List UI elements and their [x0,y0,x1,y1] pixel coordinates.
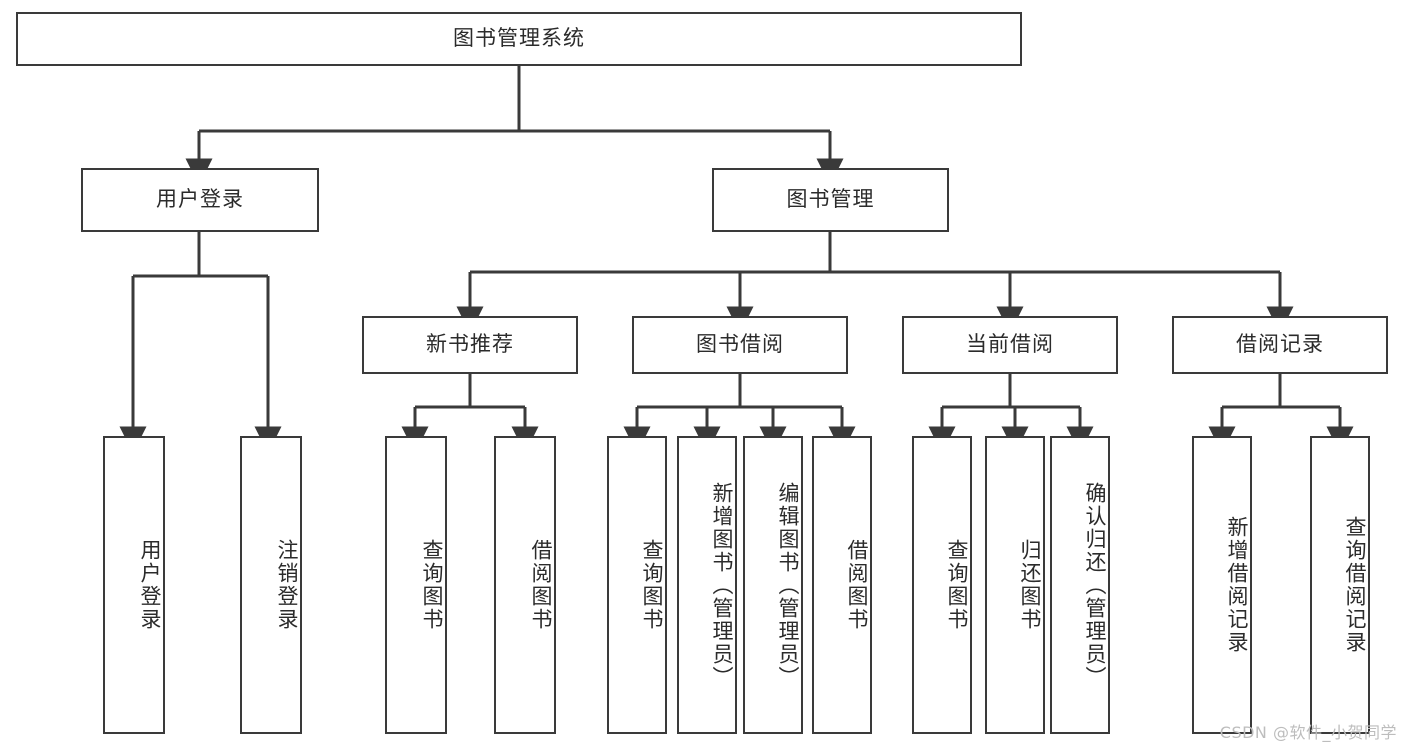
node-new-book-recommend[interactable]: 新书推荐 [362,316,578,374]
leaf-user-login-1-label: 注销登录 [275,539,299,631]
leaf-borrow-record-1-label: 查询借阅记录 [1343,516,1367,654]
node-user-login[interactable]: 用户登录 [81,168,319,232]
leaf-new-book-1[interactable]: 借阅图书 [494,436,556,734]
leaf-new-book-0-label: 查询图书 [420,539,444,631]
leaf-new-book-0[interactable]: 查询图书 [385,436,447,734]
node-root[interactable]: 图书管理系统 [16,12,1022,66]
leaf-user-login-1[interactable]: 注销登录 [240,436,302,734]
leaf-book-borrow-3-label: 借阅图书 [845,539,869,631]
leaf-borrow-record-0-label: 新增借阅记录 [1225,516,1249,654]
leaf-book-borrow-1[interactable]: 新增图书（管理员） [677,436,737,734]
leaf-book-borrow-2-label: 编辑图书（管理员） [776,481,800,689]
leaf-user-login-0[interactable]: 用户登录 [103,436,165,734]
node-book-manage[interactable]: 图书管理 [712,168,949,232]
node-current-borrow-label: 当前借阅 [966,332,1054,357]
leaf-current-borrow-0-label: 查询图书 [945,539,969,631]
leaf-current-borrow-1[interactable]: 归还图书 [985,436,1045,734]
leaf-user-login-0-label: 用户登录 [138,539,162,631]
leaf-book-borrow-1-label: 新增图书（管理员） [710,481,734,689]
leaf-current-borrow-2-label: 确认归还（管理员） [1083,481,1107,689]
leaf-borrow-record-1[interactable]: 查询借阅记录 [1310,436,1370,734]
node-borrow-record[interactable]: 借阅记录 [1172,316,1388,374]
leaf-borrow-record-0[interactable]: 新增借阅记录 [1192,436,1252,734]
csdn-watermark: CSDN @软件_小贺同学 [1219,723,1397,742]
leaf-book-borrow-2[interactable]: 编辑图书（管理员） [743,436,803,734]
node-book-borrow-label: 图书借阅 [696,332,784,357]
leaf-current-borrow-1-label: 归还图书 [1018,539,1042,631]
node-root-label: 图书管理系统 [453,26,585,51]
node-book-manage-label: 图书管理 [786,187,875,212]
node-user-login-label: 用户登录 [156,187,244,212]
leaf-new-book-1-label: 借阅图书 [529,539,553,631]
leaf-book-borrow-3[interactable]: 借阅图书 [812,436,872,734]
node-current-borrow[interactable]: 当前借阅 [902,316,1118,374]
node-new-book-recommend-label: 新书推荐 [426,332,514,357]
node-borrow-record-label: 借阅记录 [1236,332,1324,357]
leaf-book-borrow-0[interactable]: 查询图书 [607,436,667,734]
node-book-borrow[interactable]: 图书借阅 [632,316,848,374]
leaf-current-borrow-2[interactable]: 确认归还（管理员） [1050,436,1110,734]
leaf-book-borrow-0-label: 查询图书 [640,539,664,631]
leaf-current-borrow-0[interactable]: 查询图书 [912,436,972,734]
